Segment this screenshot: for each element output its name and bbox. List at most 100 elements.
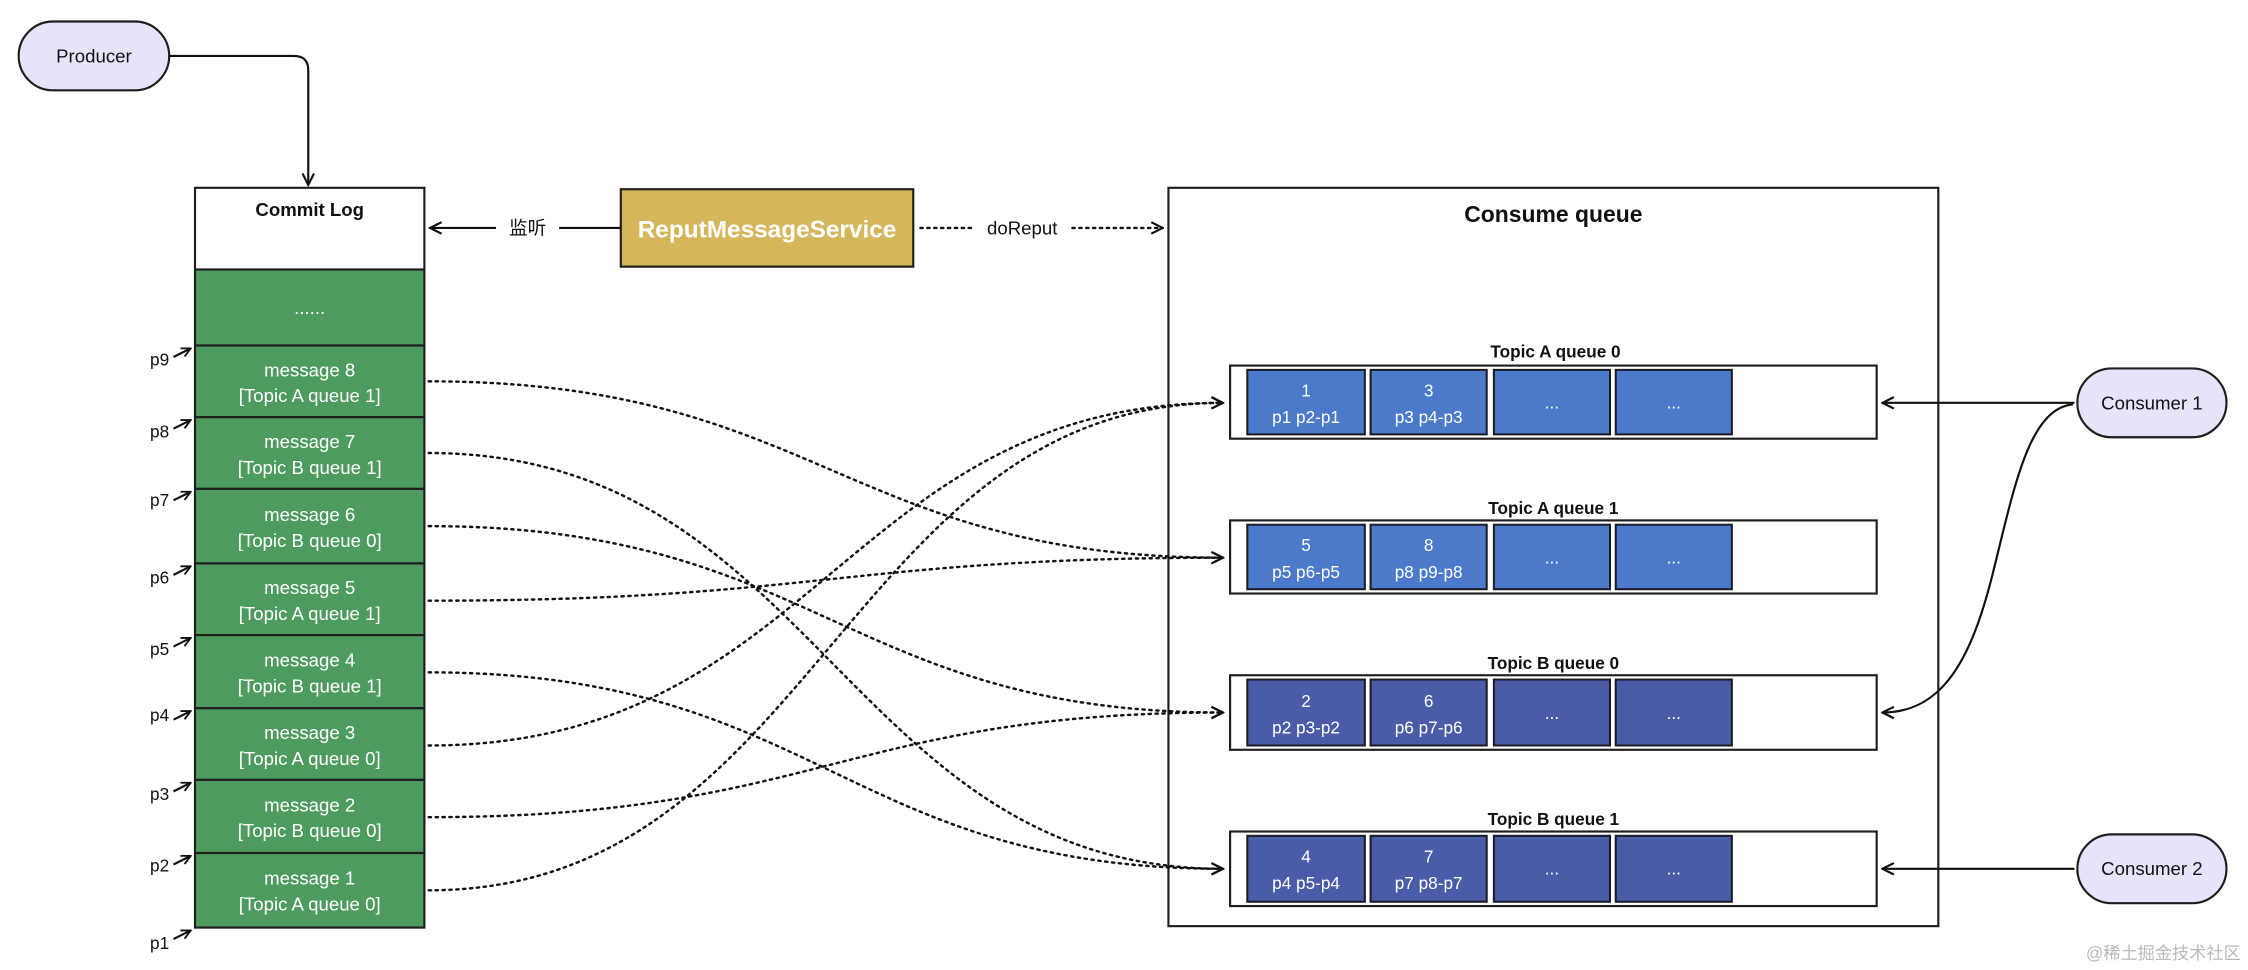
message-queue: [Topic B queue 1] xyxy=(238,675,382,696)
commit-log-cell-ellipsis xyxy=(193,268,426,347)
producer-label: Producer xyxy=(56,45,132,66)
queue-cell-range: p6 p7-p6 xyxy=(1395,717,1463,737)
message-queue: [Topic A queue 0] xyxy=(239,893,381,914)
queue-topic-b-1: Topic B queue 1 4 p4 p5-p4 7 p7 p8-p7 ..… xyxy=(1229,809,1878,908)
consumer-1-label: Consumer 1 xyxy=(2101,392,2202,413)
queue-cell xyxy=(1369,834,1488,903)
offset-pointer-arrow xyxy=(173,710,190,721)
producer-to-commit-log-arrow xyxy=(169,54,308,185)
message-name: message 4 xyxy=(264,650,355,671)
dispatch-curve-message-3 xyxy=(427,403,1223,747)
offset-pointer-arrow xyxy=(173,929,190,940)
commit-log-title: Commit Log xyxy=(255,199,364,220)
queue-cell-index: 8 xyxy=(1424,535,1434,555)
queue-cell-index: ... xyxy=(1667,859,1681,879)
message-queue: [Topic B queue 1] xyxy=(238,457,382,478)
queue-cell xyxy=(1369,368,1488,436)
commit-log-ellipsis: ...... xyxy=(294,297,325,318)
queue-cell xyxy=(1492,368,1612,436)
queue-cell-index: ... xyxy=(1667,547,1681,567)
queue-cell xyxy=(1614,368,1733,436)
commit-log-message: message 3 [Topic A queue 0] xyxy=(193,707,426,781)
consume-queue: Consume queue Topic A queue 0 1 p1 p2-p1… xyxy=(1167,186,1940,928)
queue-cell-index: ... xyxy=(1667,703,1681,723)
queue-cell-range: p1 p2-p1 xyxy=(1272,407,1340,427)
queue-cell-index: 1 xyxy=(1301,380,1311,400)
queue-cell-range: p2 p3-p2 xyxy=(1272,717,1340,737)
listen-label: 监听 xyxy=(509,217,546,238)
queue-cell xyxy=(1614,523,1733,591)
queue-label: Topic B queue 1 xyxy=(1488,809,1620,829)
offset-pointer-label: p9 xyxy=(150,350,169,370)
reput-message-service-label: ReputMessageService xyxy=(638,216,897,243)
do-reput-connector: doReput xyxy=(919,217,1162,238)
offset-pointer-label: p3 xyxy=(150,784,169,804)
offset-pointer-arrow xyxy=(173,854,190,866)
queue-label: Topic A queue 1 xyxy=(1488,498,1619,518)
queue-cell-index: ... xyxy=(1545,703,1559,723)
commit-log-message: message 5 [Topic A queue 1] xyxy=(193,562,426,637)
listen-connector: 监听 xyxy=(430,217,621,238)
queue-cell-index: 3 xyxy=(1424,380,1434,400)
consumer-2-pill xyxy=(2076,833,2228,905)
message-queue: [Topic B queue 0] xyxy=(238,820,382,841)
commit-log-header xyxy=(193,186,426,271)
watermark: @稀土掘金技术社区 xyxy=(2086,943,2241,963)
queue-cell xyxy=(1492,523,1612,591)
dispatch-curves xyxy=(427,380,1223,892)
offset-pointer-arrow xyxy=(173,781,190,793)
queue-label: Topic A queue 0 xyxy=(1490,342,1620,362)
queue-cell-index: ... xyxy=(1667,393,1681,413)
queue-cell-index: ... xyxy=(1545,393,1559,413)
queue-cell-index: 7 xyxy=(1424,846,1434,866)
message-queue: [Topic A queue 1] xyxy=(239,385,381,406)
queue-cell xyxy=(1369,678,1488,747)
message-queue: [Topic A queue 1] xyxy=(239,603,381,624)
consumer-1-to-topic-b-0-arrow xyxy=(1882,403,2074,712)
queue-cell xyxy=(1492,678,1612,747)
offset-pointer-label: p6 xyxy=(150,567,169,587)
queue-cell xyxy=(1246,834,1366,903)
dispatch-curve-message-2 xyxy=(427,713,1223,819)
offset-pointer-label: p7 xyxy=(150,490,169,510)
commit-log-message-cell xyxy=(193,487,426,565)
queue-cell xyxy=(1246,678,1366,747)
offset-pointer-arrow xyxy=(173,347,190,358)
reput-message-service-box xyxy=(619,188,915,268)
queue-cell-range: p5 p6-p5 xyxy=(1272,562,1340,582)
queue-cell-range: p7 p8-p7 xyxy=(1395,873,1463,893)
offset-pointer-label: p1 xyxy=(150,933,169,953)
commit-log-message: message 2 [Topic B queue 0] xyxy=(193,778,426,855)
commit-log-message-cell xyxy=(193,344,426,419)
queue-cell-index: ... xyxy=(1545,547,1559,567)
dispatch-curve-message-7 xyxy=(427,451,1223,869)
message-name: message 6 xyxy=(264,504,355,525)
offset-pointers: p9 p8 p7 p6 p5 p4 p3 p2 p1 xyxy=(150,347,191,953)
commit-log-message-cell xyxy=(193,851,426,929)
queue-cell-range: p8 p9-p8 xyxy=(1395,562,1463,582)
queue-cell-index: 4 xyxy=(1301,846,1311,866)
queue-topic-b-0: Topic B queue 0 2 p2 p3-p2 6 p6 p7-p6 ..… xyxy=(1229,653,1878,751)
dispatch-curve-message-4 xyxy=(427,671,1223,868)
do-reput-label: doReput xyxy=(987,217,1058,238)
queue-cell-index: ... xyxy=(1545,859,1559,879)
commit-log-message: message 8 [Topic A queue 1] xyxy=(193,344,426,419)
message-name: message 2 xyxy=(264,794,355,815)
reput-message-service-node: ReputMessageService xyxy=(619,188,915,268)
message-name: message 3 xyxy=(264,722,355,743)
message-queue: [Topic B queue 0] xyxy=(238,530,382,551)
offset-pointer-label: p4 xyxy=(150,705,170,725)
consume-queue-title: Consume queue xyxy=(1464,201,1642,227)
commit-log-message: message 7 [Topic B queue 1] xyxy=(193,416,426,490)
queue-cell xyxy=(1614,678,1733,747)
offset-pointer-label: p5 xyxy=(150,639,169,659)
message-name: message 5 xyxy=(264,577,355,598)
queue-cell-index: 6 xyxy=(1424,691,1434,711)
commit-log-message-cell xyxy=(193,634,426,710)
commit-log-message: message 4 [Topic B queue 1] xyxy=(193,634,426,710)
consumer-2-label: Consumer 2 xyxy=(2101,858,2202,879)
queue-label: Topic B queue 0 xyxy=(1488,653,1619,673)
message-name: message 1 xyxy=(264,868,355,889)
queue-topic-a-1: Topic A queue 1 5 p5 p6-p5 8 p8 p9-p8 ..… xyxy=(1229,498,1878,595)
